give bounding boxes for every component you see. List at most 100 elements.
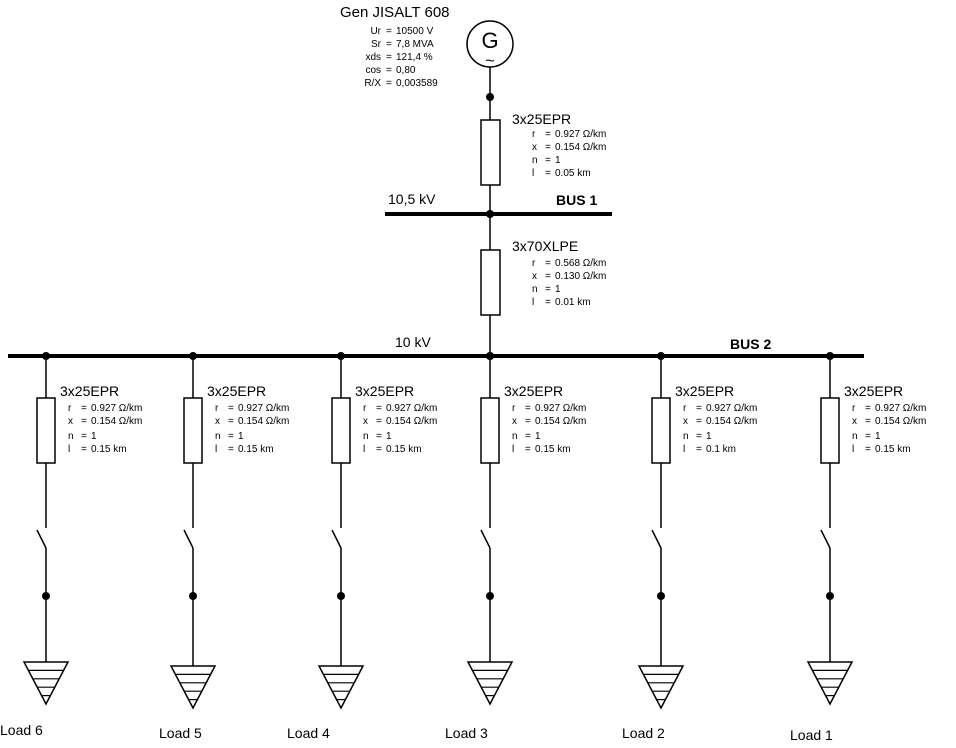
cable-params: r = 0.568 Ω/km x = 0.130 Ω/km n = 1 l = … [532,258,606,308]
cable-param-label: n [683,431,689,442]
cable-param-label: n [532,155,538,166]
equals-sign: = [696,416,702,427]
cable-param-label: n [512,431,518,442]
tie-cable: 3x70XLPE r = 0.568 Ω/km x = 0.130 Ω/km n… [480,214,606,356]
cable-param-label: x [532,271,537,282]
cable-param-label: r [683,403,687,414]
load-icon [637,665,685,710]
load-label: Load 4 [287,725,330,741]
generator-symbol: G [481,28,498,53]
cable-name: 3x25EPR [504,383,563,399]
equals-sign: = [696,444,702,455]
cable-param-value: 0.130 Ω/km [555,271,606,282]
equals-sign: = [545,142,551,153]
generator: Gen JISALT 608 Ur = 10500 V Sr = 7,8 MVA… [340,4,514,89]
switch-icon [183,529,194,549]
equals-sign: = [386,26,392,37]
equals-sign: = [865,403,871,414]
equals-sign: = [525,416,531,427]
cable-name: 3x25EPR [355,383,414,399]
switch-icon [36,529,47,549]
cable-param-value: 1 [555,155,561,166]
bus-name: BUS 2 [730,336,771,352]
load-icon [317,665,365,710]
cable-impedance-box [36,397,56,464]
cable-param-value: 1 [535,431,541,442]
cable-impedance-box [820,397,840,464]
equals-sign: = [386,78,392,89]
cable-param-value: 0.927 Ω/km [875,403,926,414]
cable-param-label: x [215,416,220,427]
cable-name: 3x25EPR [207,383,266,399]
equals-sign: = [376,403,382,414]
cable-param-label: r [532,129,536,140]
cable-param-label: n [532,284,538,295]
cable-param-value: 0.927 Ω/km [91,403,142,414]
generator-param-value: 0,80 [396,65,416,76]
bus-voltage: 10,5 kV [388,191,436,207]
cable-param-label: n [215,431,221,442]
cable-param-value: 0.154 Ω/km [875,416,926,427]
cable-impedance-box [480,249,501,316]
cable-param-value: 0.154 Ω/km [706,416,757,427]
load-icon [169,665,217,710]
cable-param-value: 0.154 Ω/km [535,416,586,427]
node-dot [42,592,50,600]
cable-param-label: l [512,444,514,455]
cable-param-label: x [363,416,368,427]
cable-name: 3x25EPR [844,383,903,399]
equals-sign: = [545,258,551,269]
load-label: Load 3 [445,725,488,741]
cable-param-value: 0.01 km [555,297,591,308]
cable-name: 3x25EPR [60,383,119,399]
cable-impedance-box [480,397,500,464]
cable-param-value: 0.927 Ω/km [706,403,757,414]
cable-param-value: 0.15 km [238,444,274,455]
cable-param-value: 0.15 km [386,444,422,455]
equals-sign: = [545,284,551,295]
cable-param-value: 0.154 Ω/km [386,416,437,427]
cable-param-label: l [852,444,854,455]
load-icon [22,661,70,706]
equals-sign: = [525,444,531,455]
cable-param-value: 1 [555,284,561,295]
generator-param-label: R/X [364,78,381,89]
load-label: Load 5 [159,725,202,741]
load-label: Load 1 [790,727,833,743]
equals-sign: = [545,297,551,308]
switch-icon [480,529,491,549]
equals-sign: = [228,431,234,442]
cable-param-value: 1 [706,431,712,442]
equals-sign: = [696,403,702,414]
generator-param-value: 10500 V [396,26,434,37]
equals-sign: = [525,403,531,414]
cable-param-label: l [68,444,70,455]
equals-sign: = [81,431,87,442]
cable-param-label: l [532,168,534,179]
equals-sign: = [696,431,702,442]
load-label: Load 6 [0,722,43,738]
equals-sign: = [81,416,87,427]
cable-param-value: 1 [238,431,244,442]
feeders: 3x25EPR r = 0.927 Ω/km x = 0.154 Ω/km n = 1 l = 0.15… [0,352,926,743]
node-dot [486,592,494,600]
equals-sign: = [865,444,871,455]
cable-param-value: 0.927 Ω/km [555,129,606,140]
cable-param-label: x [852,416,857,427]
switch-icon [331,529,342,549]
cable-param-label: x [512,416,517,427]
equals-sign: = [865,416,871,427]
generator-param-label: Ur [370,26,381,37]
bus-voltage: 10 kV [395,334,431,350]
cable-param-label: l [532,297,534,308]
cable-params: r = 0.927 Ω/km x = 0.154 Ω/km n = 1 l = … [532,129,606,179]
equals-sign: = [81,403,87,414]
generator-icon: G ~ [466,20,514,70]
cable-param-value: 0.05 km [555,168,591,179]
bus-1: 10,5 kV BUS 1 [385,191,612,218]
cable-param-label: l [683,444,685,455]
